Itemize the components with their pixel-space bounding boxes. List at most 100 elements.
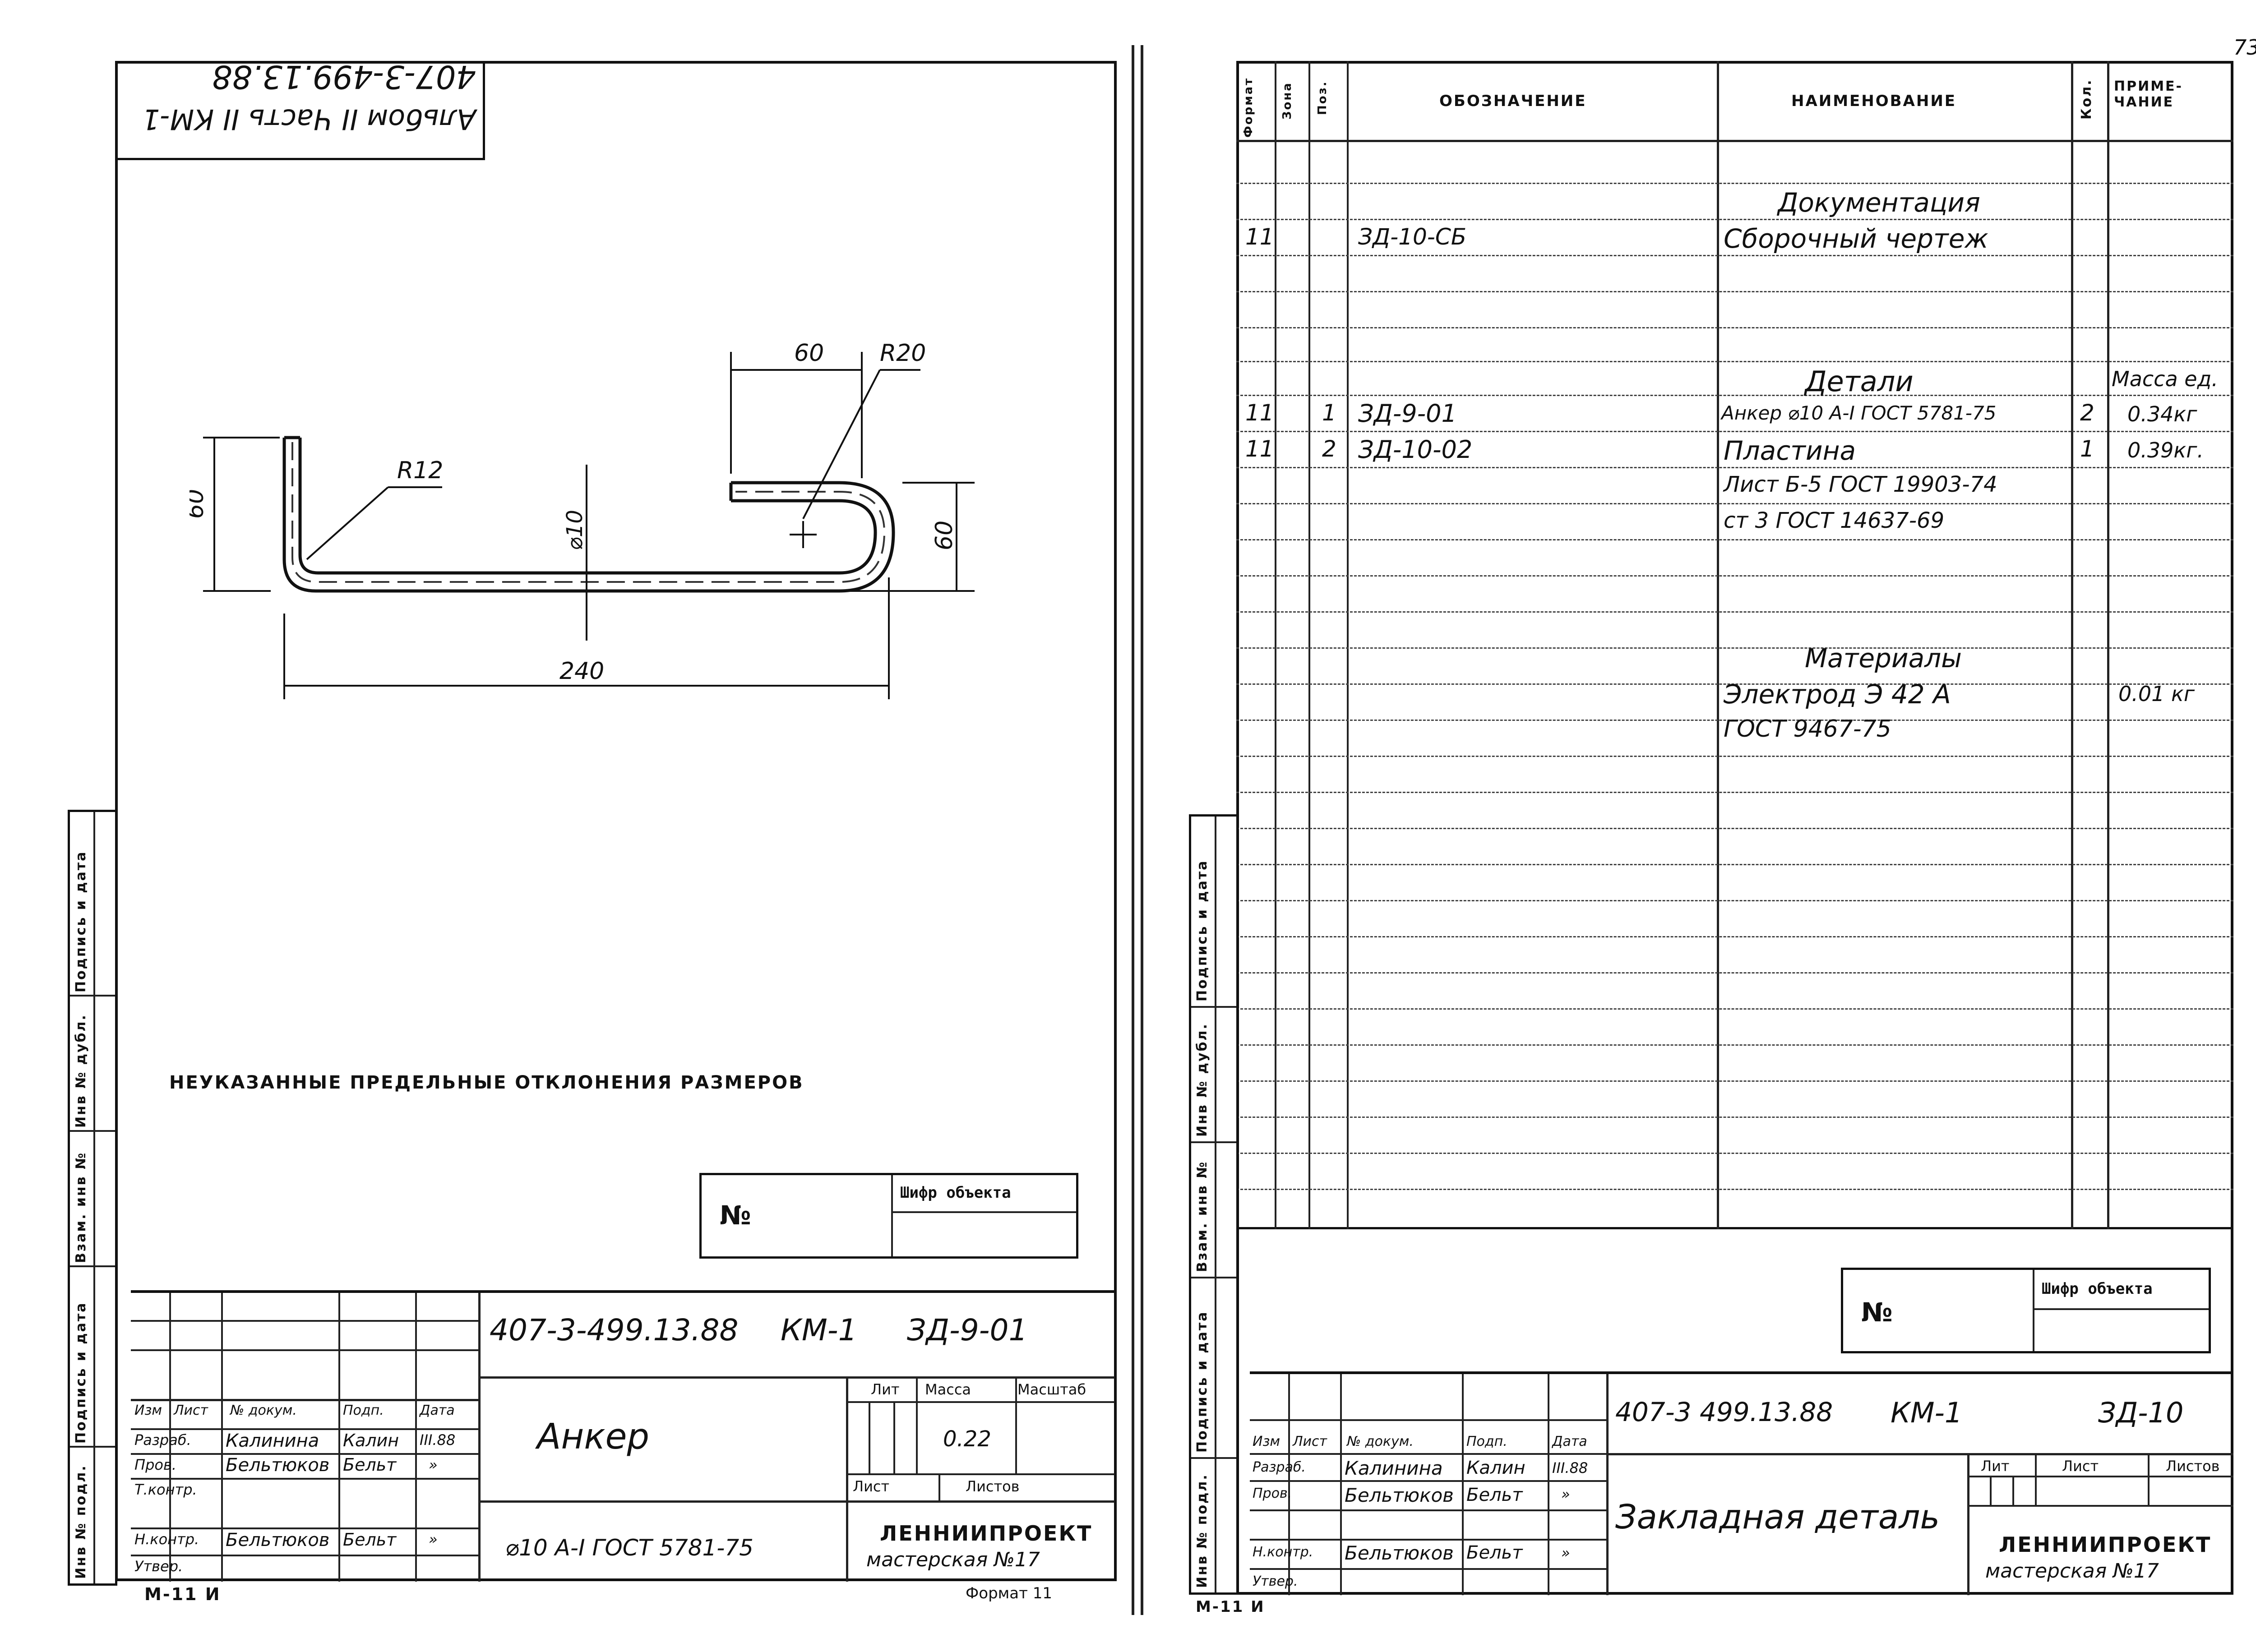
spec-header-note: ПРИМЕ- ЧАНИЕ [2114, 78, 2183, 110]
left-footer-left: М-11 И [144, 1584, 221, 1604]
right-row-role: Разраб. [1253, 1459, 1306, 1475]
side-label-2: Инв № дубл. [73, 1014, 89, 1128]
right-hdr-izm: Изм [1253, 1434, 1281, 1449]
right-org-line-1: ЛЕННИИПРОЕКТ [1999, 1532, 2212, 1557]
right-cipher-box: № Шифр объекта [1841, 1268, 2211, 1353]
sheet-divider [1141, 45, 1143, 1615]
right-row-sign: Бельт [1466, 1485, 1523, 1505]
dim-240: 240 [559, 658, 604, 685]
right-side-strip: Подпись и дата Инв № дубл. Взам. инв № П… [1189, 814, 1239, 1595]
right-hdr-sign: Подп. [1466, 1434, 1507, 1449]
right-row-name: Бельтюков [1345, 1484, 1454, 1506]
dim-60-top: 60 [794, 340, 824, 367]
right-cipher-label: Шифр объекта [2042, 1280, 2153, 1298]
title-series: КМ-1 [781, 1313, 857, 1347]
spec-row-name: Документация [1778, 187, 1980, 218]
cipher-box: № Шифр объекта [699, 1173, 1078, 1259]
row-name: Калинина [226, 1431, 319, 1451]
hdr-list: Лист [174, 1403, 208, 1418]
title-mark: ЗД-9-01 [907, 1313, 1028, 1347]
left-title-block: 407-3-499.13.88 КМ-1 ЗД-9-01 Анкер ⌀10 A… [131, 1290, 1117, 1582]
spec-row-name: Материалы [1805, 643, 1962, 674]
right-footer-left: М-11 И [1196, 1598, 1265, 1616]
right-row-name: Бельтюков [1345, 1542, 1454, 1564]
spec-header-qty: Кол. [2079, 78, 2094, 120]
dim-r12: R12 [397, 457, 443, 484]
right-title-item-name: Закладная деталь [1615, 1498, 1940, 1537]
spec-row-name: ГОСТ 9467-75 [1724, 715, 1891, 743]
sheets-label: Листов [966, 1478, 1020, 1495]
right-row-date: III.88 [1552, 1459, 1588, 1477]
right-title-mark: ЗД-10 [2098, 1396, 2184, 1429]
row-role: Н.контр. [134, 1531, 199, 1548]
right-row-name: Калинина [1345, 1457, 1443, 1479]
mass-label: Масса [925, 1381, 971, 1398]
right-row-sign: Бельт [1466, 1542, 1523, 1563]
rotated-stamp: 407-3-499.13.88 Альбом II Часть II КМ-1 [115, 58, 485, 160]
row-role: Разраб. [134, 1431, 191, 1449]
right-cipher-no-label: № [1861, 1297, 1894, 1328]
anchor-drawing: 60 60 60 R20 R12 ⌀10 240 [190, 340, 975, 699]
spec-row-name: Анкер ⌀10 A-I ГОСТ 5781-75 [1721, 402, 1997, 424]
spec-row-pos: 2 [1322, 436, 1336, 462]
side-label-1: Подпись и дата [73, 850, 89, 992]
hdr-sign: Подп. [343, 1403, 384, 1418]
title-code: 407-3-499.13.88 [490, 1313, 739, 1347]
cipher-label: Шифр объекта [900, 1184, 1011, 1202]
right-sign-grid: Изм Лист № докум. Подп. Дата Разраб. Кал… [1250, 1374, 1606, 1595]
row-date: » [429, 1456, 438, 1473]
org-line-2: мастерская №17 [866, 1548, 1040, 1571]
left-footer-right: Формат 11 [966, 1584, 1053, 1602]
spec-row-name: Электрод Э 42 А [1724, 679, 1951, 710]
left-sign-grid: Изм Лист № докум. Подп. Дата Разраб. Кал… [131, 1293, 478, 1582]
right-row-sign: Калин [1466, 1458, 1526, 1478]
right-side-label-2: Инв № дубл. [1194, 1023, 1210, 1137]
scale-label: Масштаб [1017, 1381, 1086, 1398]
right-row-role: Утвер. [1253, 1574, 1298, 1589]
right-row-date: » [1561, 1486, 1570, 1503]
spec-row-note: 0.39кг. [2127, 438, 2204, 462]
right-sheet-label: Лист [2062, 1458, 2099, 1475]
left-side-strip: Подпись и дата Инв № дубл. Взам. инв № П… [68, 810, 117, 1586]
right-side-label-3: Взам. инв № [1194, 1160, 1210, 1272]
spec-header-pos: Поз. [1316, 80, 1329, 115]
right-hdr-doc: № докум. [1347, 1434, 1414, 1449]
dim-r20: R20 [880, 340, 926, 367]
right-title-series: КМ-1 [1891, 1396, 1963, 1429]
spec-row-pos: 1 [1322, 400, 1336, 426]
spec-row-name: Пластина [1724, 435, 1856, 466]
spec-row-format: 11 [1245, 224, 1274, 250]
right-title-block: 407-3 499.13.88 КМ-1 ЗД-10 Закладная дет… [1250, 1371, 2233, 1595]
right-side-label-1: Подпись и дата [1194, 859, 1210, 1001]
spec-header-designation: ОБОЗНАЧЕНИЕ [1439, 92, 1587, 110]
right-sheets-label: Листов [2166, 1458, 2220, 1475]
row-role: Утвер. [134, 1558, 183, 1575]
dim-60-right: 60 [931, 521, 958, 550]
right-hdr-list: Лист [1293, 1434, 1327, 1449]
org-line-1: ЛЕННИИПРОЕКТ [880, 1521, 1093, 1546]
spec-row-designation: ЗД-10-02 [1358, 435, 1473, 464]
row-sign: Бельт [343, 1530, 397, 1550]
right-side-label-4: Подпись и дата [1194, 1311, 1210, 1453]
sheet-label: Лист [853, 1478, 890, 1495]
dim-diameter: ⌀10 [562, 510, 587, 550]
row-date: » [429, 1531, 438, 1548]
spec-row-qty: 2 [2080, 400, 2094, 426]
title-item-name: Анкер [537, 1417, 649, 1457]
spec-header-name: НАИМЕНОВАНИЕ [1791, 92, 1957, 110]
row-date: III.88 [420, 1431, 456, 1449]
row-sign: Бельт [343, 1455, 397, 1475]
cipher-no-label: № [720, 1200, 753, 1231]
row-sign: Калин [343, 1431, 399, 1450]
spec-row-designation: ЗД-10-СБ [1358, 224, 1467, 250]
spec-row-name: Детали [1805, 365, 1914, 398]
title-material: ⌀10 A-I ГОСТ 5781-75 [505, 1535, 754, 1561]
spec-table: Формат Зона Поз. ОБОЗНАЧЕНИЕ НАИМЕНОВАНИ… [1236, 61, 2233, 1229]
spec-row-format: 11 [1245, 400, 1274, 426]
row-name: Бельтюков [226, 1530, 330, 1550]
spec-header-format: Формат [1242, 77, 1255, 138]
hdr-izm: Изм [134, 1403, 162, 1418]
right-row-role: Н.контр. [1253, 1544, 1313, 1560]
spec-row-name: Сборочный чертеж [1724, 223, 1988, 254]
